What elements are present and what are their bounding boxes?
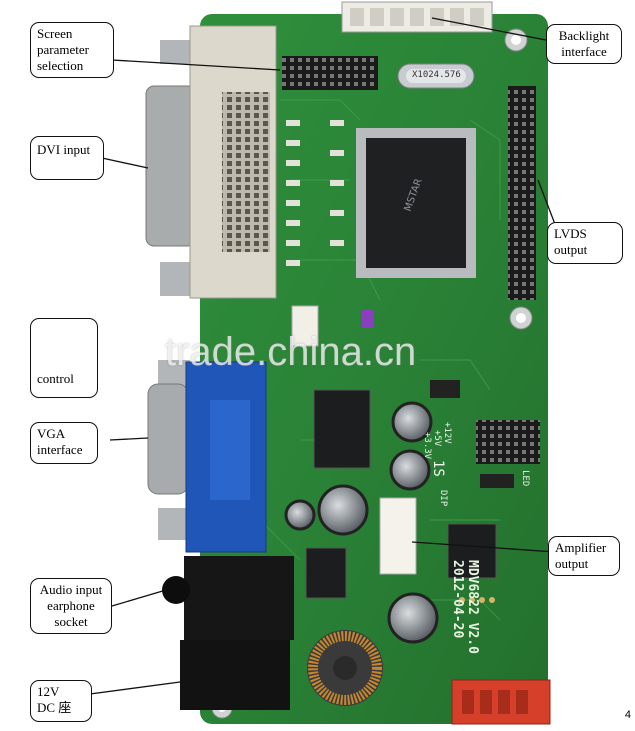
capacitor <box>389 449 431 491</box>
silk-label: LED <box>520 470 530 487</box>
dc-jack <box>180 640 290 710</box>
callout-line: Amplifier <box>555 540 607 555</box>
callout-dc: 12V DC 座 <box>30 680 92 722</box>
board-model-label: MDV6822 V2.0 2012-04-20 <box>450 560 480 654</box>
capacitor <box>284 499 316 531</box>
audio-jack <box>184 556 294 640</box>
crystal-label: X1024.576 <box>412 70 461 80</box>
parameter-jumper-header <box>282 56 378 90</box>
silk-label: +3.3V <box>422 432 432 460</box>
callout-backlight: Backlight interface <box>546 24 622 64</box>
capacitor <box>391 401 433 443</box>
callout-line: VGA <box>37 426 66 441</box>
amplifier-connector <box>379 497 417 575</box>
lvds-header <box>508 86 536 300</box>
callout-control: control <box>30 318 98 398</box>
callout-line: interface <box>37 442 83 457</box>
scaler-chip <box>366 138 466 268</box>
ic-chip <box>313 389 371 469</box>
callout-line: Audio input <box>39 582 103 597</box>
dvi-shell <box>145 85 197 247</box>
purple-component <box>362 310 374 328</box>
watermark: trade.china.cn <box>165 330 417 374</box>
callout-line: Backlight <box>558 28 610 43</box>
amplifier-ic <box>447 523 497 579</box>
silk-label: +5V <box>432 430 442 447</box>
jumper-block <box>476 420 540 464</box>
fuse <box>480 474 514 488</box>
callout-line: DVI input <box>37 142 91 157</box>
capacitor <box>317 484 369 536</box>
callout-screen-parameter: Screen parameter selection <box>30 22 114 78</box>
callout-vga: VGA interface <box>30 422 98 464</box>
callout-line: output <box>555 556 589 571</box>
callout-line: DC 座 <box>37 700 72 715</box>
callout-dvi: DVI input <box>30 136 104 180</box>
silk-label: 1S <box>430 460 446 477</box>
ic-small <box>430 380 460 398</box>
callout-line: control <box>37 371 74 386</box>
callout-line: 12V <box>37 684 60 699</box>
callout-line: interface <box>561 44 607 59</box>
callout-line: LVDS <box>554 226 587 241</box>
callout-line: selection <box>37 58 84 73</box>
vga-shell <box>147 383 189 495</box>
model-line: MDV6822 V2.0 <box>465 560 480 654</box>
model-date: 2012-04-20 <box>450 560 465 639</box>
callout-audio: Audio input earphone socket <box>30 578 112 634</box>
vga-bracket <box>158 508 190 540</box>
callout-line: output <box>554 242 588 257</box>
control-connector <box>291 305 319 347</box>
ic-chip <box>305 547 347 599</box>
callout-line: earphone <box>47 598 95 613</box>
silk-label: DIP <box>438 490 448 507</box>
capacitor <box>387 592 439 644</box>
callout-lvds: LVDS output <box>547 222 623 264</box>
silk-label: +12V <box>442 422 452 444</box>
callout-line: socket <box>54 614 88 629</box>
page-number: 4 <box>624 709 631 721</box>
callout-line: Screen <box>37 26 73 41</box>
callout-amplifier: Amplifier output <box>548 536 620 576</box>
callout-line: parameter <box>37 42 89 57</box>
